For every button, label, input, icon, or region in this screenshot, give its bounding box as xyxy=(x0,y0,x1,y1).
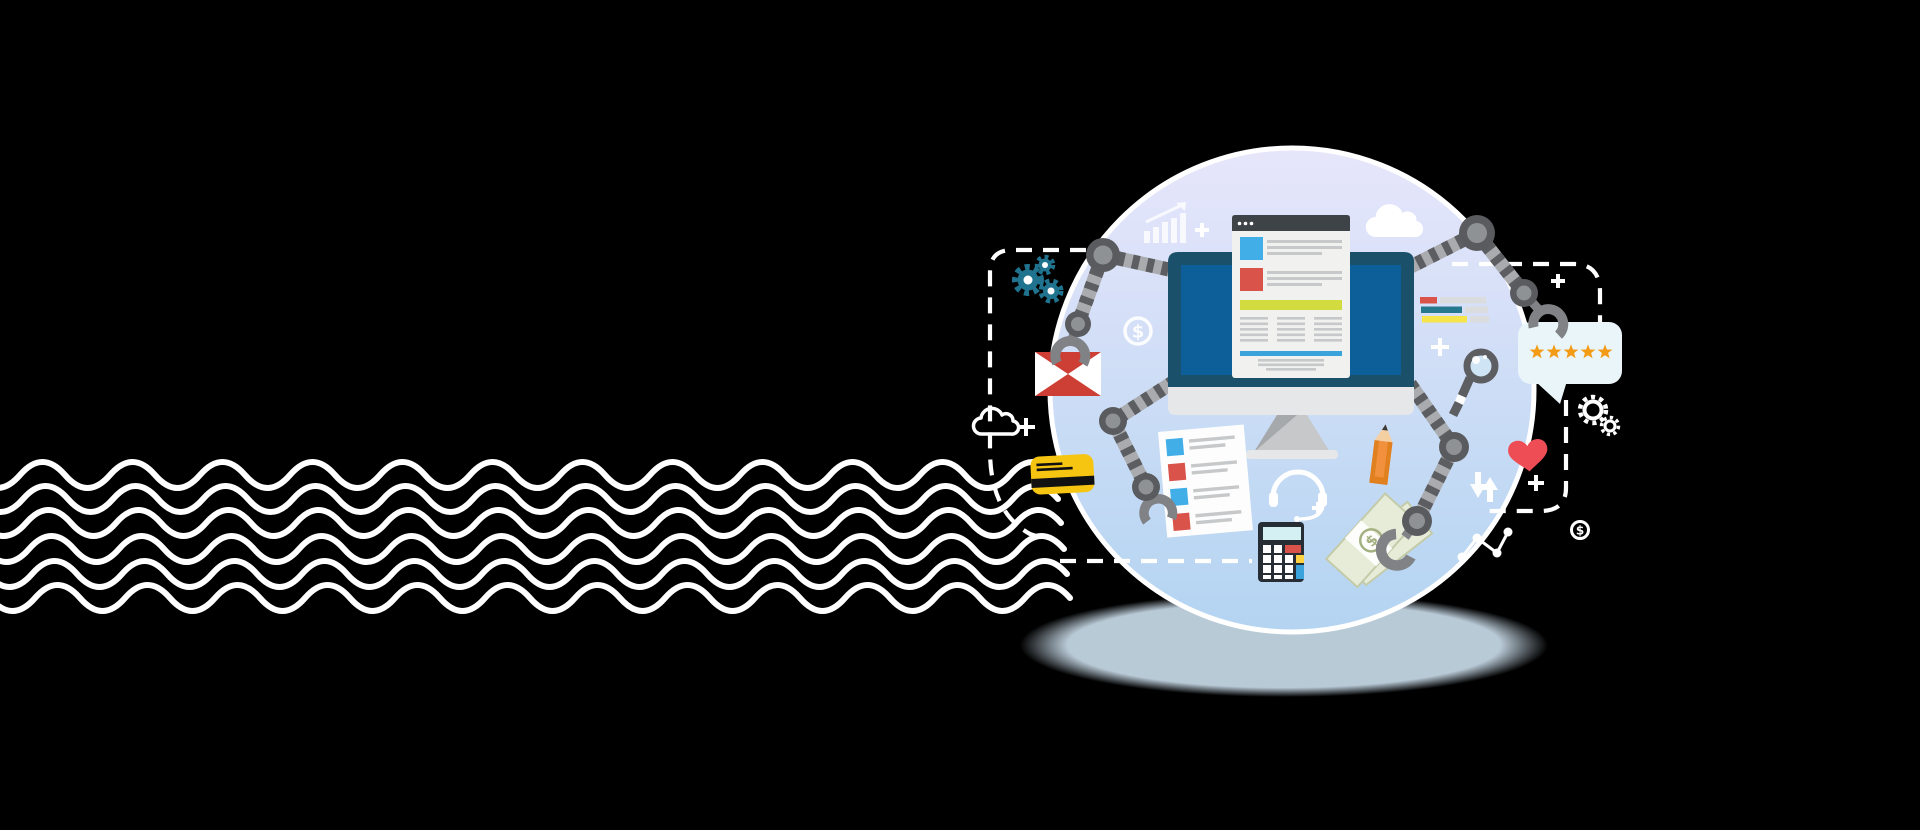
dollar-coin-small-icon: $ xyxy=(1570,520,1590,540)
browser-red-thumbnail xyxy=(1240,268,1263,291)
gear-medium xyxy=(1038,278,1064,304)
five-star-review-bubble xyxy=(1518,322,1622,404)
dollar-symbol: $ xyxy=(1576,524,1584,538)
monitor-stand-shade xyxy=(1254,415,1297,452)
browser-lime-banner xyxy=(1240,300,1342,310)
robot-joints xyxy=(1065,215,1538,536)
dollar-coin-icon: $ xyxy=(1123,316,1153,346)
gears-outline-icon xyxy=(1577,394,1621,437)
browser-header xyxy=(1232,215,1350,231)
gear-large xyxy=(1012,264,1044,296)
dashed-paths xyxy=(987,247,1603,564)
headset-icon xyxy=(1269,469,1327,522)
cloud-icon xyxy=(1365,204,1424,238)
gears-icon xyxy=(1012,254,1064,304)
line-graph-dots-icon xyxy=(1457,527,1513,562)
heart-icon xyxy=(1508,439,1548,472)
dollar-symbol: $ xyxy=(1132,322,1145,343)
seo-bars-icon xyxy=(1420,297,1489,323)
gear-small xyxy=(1034,254,1056,276)
monitor-chin xyxy=(1168,387,1414,415)
monitor-base xyxy=(1246,450,1338,459)
dashed-path-right-bottom xyxy=(1482,400,1569,514)
calculator-screen xyxy=(1263,527,1301,540)
magnifying-glass-icon xyxy=(1448,348,1499,418)
browser-text-columns xyxy=(1240,317,1342,342)
browser-dots xyxy=(1237,221,1254,226)
browser-blue-thumbnail xyxy=(1240,237,1263,260)
email-envelope-icon xyxy=(1035,352,1101,396)
bar-chart-icon xyxy=(1144,202,1186,243)
checklist-document-icon xyxy=(1158,424,1253,538)
calculator-icon xyxy=(1258,522,1304,582)
credit-card-icon xyxy=(1030,454,1095,495)
browser-blue-bar xyxy=(1240,351,1342,356)
dashed-path-left xyxy=(987,247,1086,541)
pencil-icon xyxy=(1369,424,1393,485)
sync-arrows-icon xyxy=(1470,472,1498,502)
ground-shadow xyxy=(1020,593,1548,697)
dashed-path-right-top xyxy=(1452,261,1603,324)
browser-window xyxy=(1232,215,1350,378)
plus-marks xyxy=(1017,223,1565,514)
